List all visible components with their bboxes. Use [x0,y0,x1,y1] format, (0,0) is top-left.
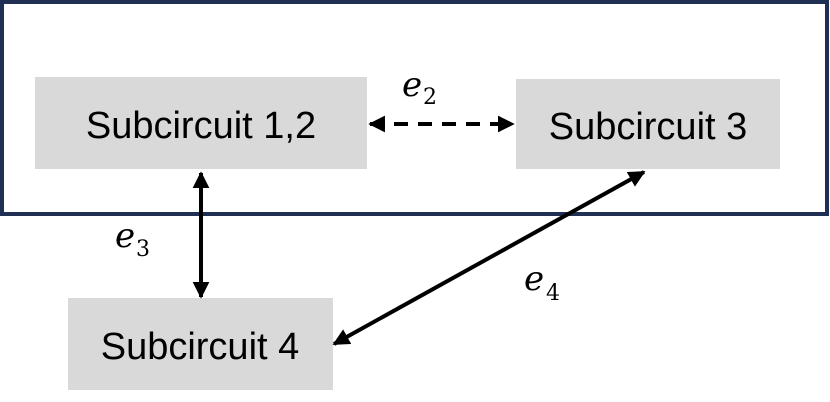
edge-label-subscript: 4 [546,281,560,306]
edge-label-base: e [115,216,135,256]
node-box [68,298,333,390]
edge-label-e2: e 2 [402,65,437,110]
edge-label-base: e [402,65,422,105]
node-subcircuit-3: Subcircuit 3 [516,79,780,169]
edge-label-e3: e 3 [115,216,150,262]
edge-label-e4: e 4 [524,259,560,306]
node-subcircuit-1-2: Subcircuit 1,2 [35,77,367,169]
edge-label-subscript: 3 [136,237,150,262]
edge-e4-arrow [332,170,646,346]
edge-label-subscript: 2 [423,85,437,110]
node-label: Subcircuit 3 [549,106,748,148]
edge-label-base: e [524,259,544,299]
node-label: Subcircuit 1,2 [86,105,316,147]
node-subcircuit-4: Subcircuit 4 [68,298,333,390]
node-box [35,77,367,169]
node-label: Subcircuit 4 [101,326,300,368]
node-box [516,79,780,169]
